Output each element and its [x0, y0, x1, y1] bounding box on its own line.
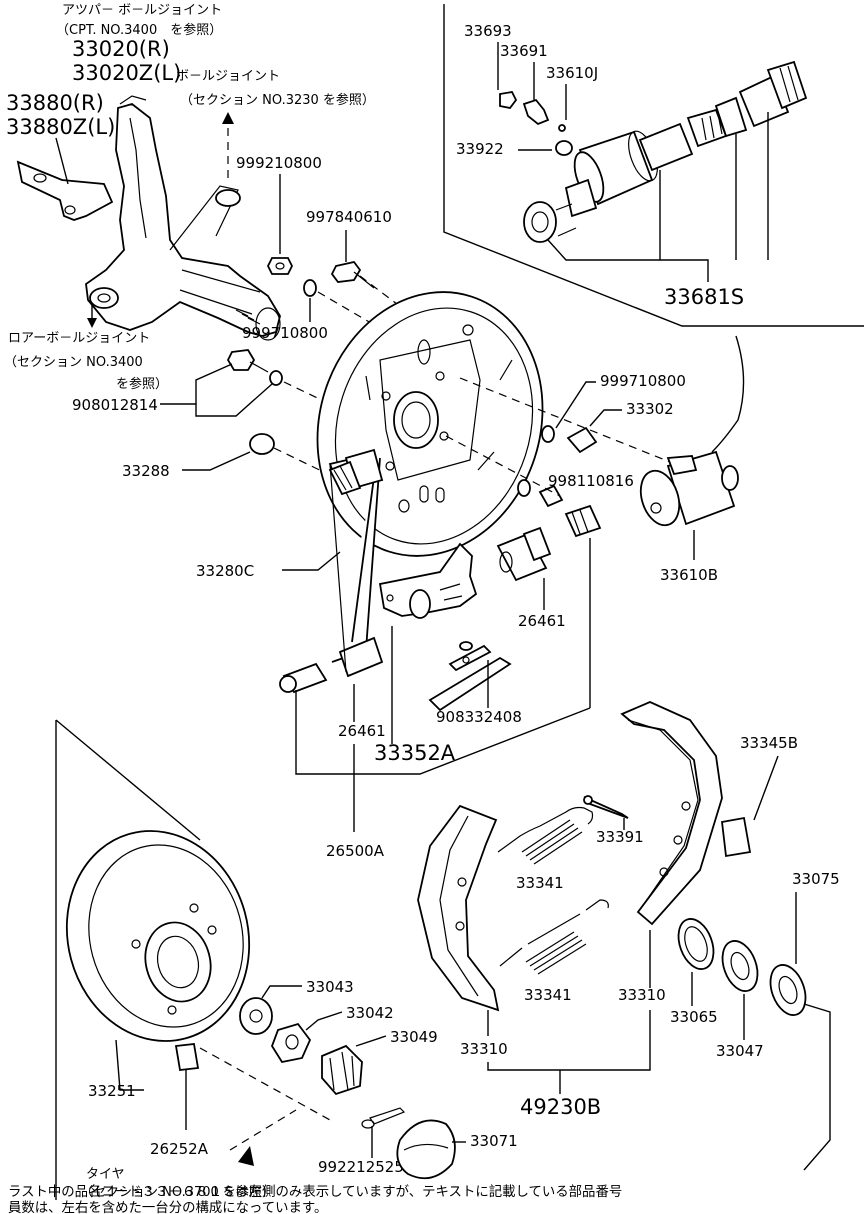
part-33681S-label: 33681S [664, 285, 744, 309]
part-992212525-label: 992212525 [318, 1158, 404, 1176]
part-33880R-label: 33880(R) [6, 91, 104, 115]
part-908332408-label: 908332408 [436, 708, 522, 726]
part-33065-label: 33065 [670, 1008, 718, 1026]
upper-ball-joint-ref: （CPT. NO.3400 を参照） [56, 22, 222, 38]
part-33922-label: 33922 [456, 140, 504, 158]
part-33352A-label: 33352A [374, 741, 456, 765]
footnote: ラスト中の品名コード３３－６８１Ｓは左側のみ表示していますが、テキストに記載して… [8, 1183, 622, 1214]
brake-shoes: 33345B 33391 33341 33341 33310 33310 492… [417, 701, 798, 1119]
wheel-cylinder-kit: 33693 33691 33610J 33922 33681S [443, 4, 864, 327]
part-33310b-label: 33310 [460, 1040, 508, 1058]
wheel-cylinder: 999710800 33302 998110816 33610B [445, 372, 739, 584]
part-33880ZL-label: 33880Z(L) [6, 115, 115, 139]
part-26500A-label: 26500A [326, 842, 385, 860]
ball-joint-suffix: ボ－ルジョイント [176, 69, 280, 84]
part-33310a-label: 33310 [618, 986, 666, 1004]
footnote-line-2: 員数は、左右を含めた一台分の構成になっています。 [8, 1200, 327, 1214]
part-33341a-label: 33341 [516, 874, 564, 892]
part-33047-label: 33047 [716, 1042, 764, 1060]
part-26461b-label: 26461 [338, 722, 386, 740]
part-997840610-label: 997840610 [306, 208, 392, 226]
part-33020R-label: 33020(R) [72, 37, 170, 61]
knuckle-callouts: アツパ－ ボ－ルジョイント （CPT. NO.3400 を参照） 33020(R… [4, 3, 375, 392]
part-998110816-label: 998110816 [548, 472, 634, 490]
part-33691-label: 33691 [500, 42, 548, 60]
part-33251-label: 33251 [88, 1082, 136, 1100]
knuckle-bracket [16, 137, 114, 221]
footnote-line-1: ラスト中の品名コード３３－６８１Ｓは左側のみ表示していますが、テキストに記載して… [8, 1183, 622, 1200]
part-33345B-label: 33345B [740, 734, 798, 752]
lower-arm-ball-joint-note: ロアーボ－ルジョイント [8, 331, 150, 346]
top-fasteners: 999210800 997840610 999710800 908012814 … [72, 154, 419, 480]
lower-arm-ref-1: （セクション NO.3400 [4, 355, 143, 370]
part-33043-label: 33043 [306, 978, 354, 996]
steering-knuckle [85, 95, 281, 341]
part-33391-label: 33391 [596, 828, 644, 846]
upper-ball-joint-note: アツパ－ ボ－ルジョイント [62, 3, 222, 18]
part-999710800a-label: 999710800 [242, 324, 328, 342]
bearings: 33075 33065 33047 [670, 870, 840, 1171]
part-33049-label: 33049 [390, 1028, 438, 1046]
part-33288-label: 33288 [122, 462, 170, 480]
part-33071-label: 33071 [470, 1132, 518, 1150]
reference-arrows [87, 112, 234, 328]
part-26461a-label: 26461 [518, 612, 566, 630]
knuckle-section-ref: （セクション NO.3230 を参照） [180, 92, 375, 108]
tire-ref: （セクション NO.3700 を参照） [80, 1184, 275, 1200]
part-33042-label: 33042 [346, 1004, 394, 1022]
part-33341b-label: 33341 [524, 986, 572, 1004]
part-33693-label: 33693 [464, 22, 512, 40]
tire-note: タイヤ [86, 1167, 125, 1182]
part-33610B-label: 33610B [660, 566, 718, 584]
part-33610J-label: 33610J [546, 64, 598, 82]
brake-drum: 33251 26252A タイヤ （セクション NO.3700 を参照） [55, 719, 331, 1200]
lower-arm-ref-2: を参照） [116, 376, 168, 392]
part-908012814-label: 908012814 [72, 396, 158, 414]
part-33302-label: 33302 [626, 400, 674, 418]
part-999710800b-label: 999710800 [600, 372, 686, 390]
brake-line [711, 335, 745, 453]
hub-fasteners: 33043 33042 33049 992212525 33071 [239, 978, 518, 1180]
adjuster-assembly: 26461 908332408 33352A 26461 26500A [279, 448, 602, 860]
part-33020ZL-label: 33020Z(L) [72, 61, 181, 85]
part-49230B-label: 49230B [520, 1095, 601, 1119]
part-999210800-label: 999210800 [236, 154, 322, 172]
part-33075-label: 33075 [792, 870, 840, 888]
part-33280C-label: 33280C [196, 562, 254, 580]
part-26252A-label: 26252A [150, 1140, 209, 1158]
